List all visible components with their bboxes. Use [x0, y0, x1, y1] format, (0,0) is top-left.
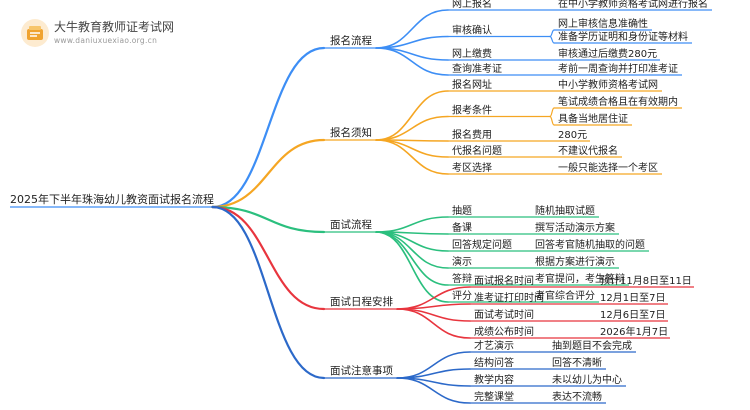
detail-5-4-1: 表达不流畅 [552, 390, 602, 403]
topic-4-2: 准考证打印时间 [474, 291, 544, 304]
detail-5-3-1: 未以幼儿为中心 [552, 373, 622, 386]
root-topic: 2025年下半年珠海幼儿教资面试报名流程 [10, 192, 214, 206]
detail-5-2-1: 回答不清晰 [552, 356, 602, 369]
branch-5-label: 面试注意事项 [330, 364, 393, 377]
detail-1-1-1: 在中小学教师资格考试网进行报名 [558, 0, 708, 10]
topic-5-4: 完整课堂 [474, 390, 514, 403]
detail-3-3-1: 回答考官随机抽取的问题 [535, 238, 645, 251]
detail-3-2-1: 撰写活动演示方案 [535, 221, 615, 234]
topic-1-1: 网上报名 [452, 0, 492, 10]
brand-name: 大牛教育教师证考试网 [54, 20, 175, 34]
topic-3-6: 评分 [452, 290, 472, 302]
detail-4-4-1: 2026年1月7日 [600, 325, 668, 338]
topic-4-4: 成绩公布时间 [474, 325, 534, 338]
topic-1-2: 审核确认 [452, 24, 492, 37]
detail-3-5-1: 考官提问，考生答辩 [535, 272, 625, 285]
detail-1-2-1: 网上审核信息准确性 [558, 17, 648, 30]
detail-2-5-1: 一般只能选择一个考区 [558, 161, 658, 174]
detail-4-2-1: 12月1日至7日 [600, 292, 665, 304]
topic-2-1: 报名网址 [452, 78, 492, 91]
detail-1-3-1: 审核通过后缴费280元 [558, 47, 657, 60]
topic-3-2: 备课 [452, 221, 472, 234]
topic-1-3: 网上缴费 [452, 47, 492, 60]
detail-2-4-1: 不建议代报名 [558, 144, 618, 157]
branch-4-label: 面试日程安排 [330, 295, 393, 308]
topic-3-3: 回答规定问题 [452, 238, 512, 251]
detail-2-2-1: 笔试成绩合格且在有效期内 [558, 95, 678, 108]
brand-logo-icon [21, 19, 49, 47]
topic-3-4: 演示 [452, 255, 472, 268]
topic-2-4: 代报名问题 [452, 144, 502, 157]
branch-3-label: 面试流程 [330, 218, 372, 231]
topic-4-1: 面试报名时间 [474, 274, 534, 287]
detail-1-4-1: 考前一周查询并打印准考证 [558, 62, 678, 75]
topic-1-4: 查询准考证 [452, 62, 502, 75]
detail-3-1-1: 随机抽取试题 [535, 204, 595, 217]
topic-5-1: 才艺演示 [474, 339, 514, 352]
topic-5-2: 结构问答 [474, 356, 514, 369]
detail-4-1-1: 预计11月8日至11日 [600, 274, 692, 287]
topic-2-3: 报名费用 [452, 128, 492, 141]
topic-4-3: 面试考试时间 [474, 308, 534, 321]
topic-5-3: 教学内容 [474, 373, 514, 386]
detail-2-3-1: 280元 [558, 130, 587, 141]
branch-2-label: 报名须知 [330, 126, 372, 139]
detail-4-3-1: 12月6日至7日 [600, 309, 665, 321]
detail-2-2-2: 具备当地居住证 [558, 112, 628, 125]
topic-2-5: 考区选择 [452, 161, 492, 174]
topic-3-1: 抽题 [452, 204, 472, 217]
detail-2-1-1: 中小学教师资格考试网 [558, 78, 658, 91]
topic-3-5: 答辩 [452, 272, 472, 285]
detail-3-4-1: 根据方案进行演示 [535, 255, 615, 268]
brand-url: www.daniuxuexiao.org.cn [54, 36, 158, 45]
detail-5-1-1: 抽到题目不会完成 [552, 339, 632, 352]
detail-1-2-2: 准备学历证明和身份证等材料 [558, 30, 688, 43]
branch-1-label: 报名流程 [330, 34, 372, 47]
detail-3-6-1: 考官综合评分 [535, 289, 595, 302]
topic-2-2: 报考条件 [452, 104, 492, 117]
